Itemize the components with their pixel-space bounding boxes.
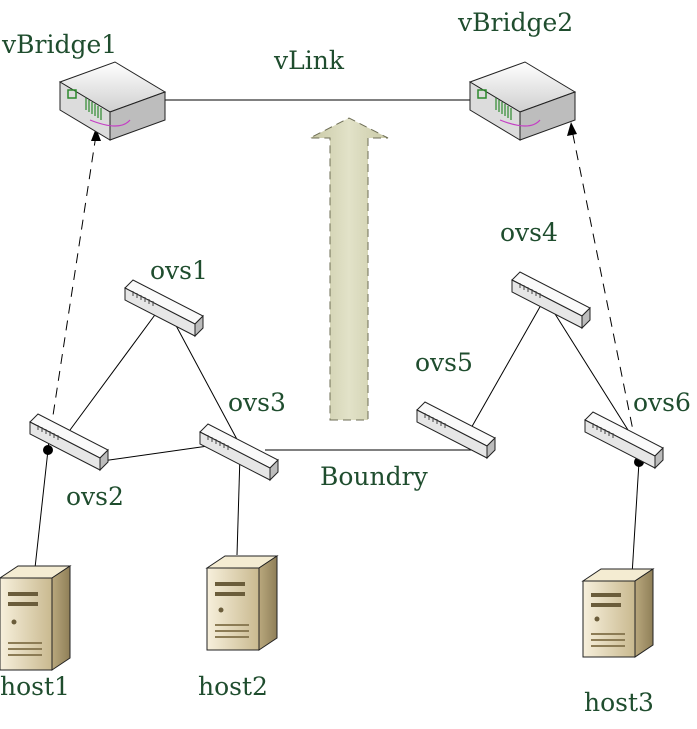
link-host3-ovs6 bbox=[631, 461, 640, 576]
boundary-arrow bbox=[309, 117, 389, 421]
host3-label: host3 bbox=[584, 688, 654, 717]
ovs1-label: ovs1 bbox=[150, 256, 208, 285]
link-ovs4-ovs6 bbox=[544, 297, 629, 431]
ovs6-label: ovs6 bbox=[633, 388, 691, 417]
host2-server[interactable] bbox=[205, 555, 279, 651]
ovs5-switch[interactable] bbox=[416, 401, 496, 460]
link-ovs1-ovs3 bbox=[164, 304, 241, 446]
ovs4-label: ovs4 bbox=[500, 218, 558, 247]
links bbox=[34, 99, 644, 576]
vbridge2-label: vBridge2 bbox=[458, 8, 574, 37]
dashed-ovs6-vbridge2 bbox=[571, 129, 640, 461]
vbridge1-label: vBridge1 bbox=[2, 30, 118, 59]
vlink-label: vLink bbox=[274, 46, 344, 75]
ovs6-switch[interactable] bbox=[584, 411, 664, 470]
link-ovs2-ovs1 bbox=[69, 307, 161, 431]
junction-dot-ovs2 bbox=[43, 445, 53, 455]
arrowhead-vbridge2 bbox=[567, 122, 577, 136]
ovs2-switch[interactable] bbox=[29, 413, 109, 472]
ovs1-switch[interactable] bbox=[124, 279, 204, 338]
vbridge2-device[interactable] bbox=[468, 61, 577, 141]
host1-label: host1 bbox=[0, 672, 70, 701]
ovs5-label: ovs5 bbox=[415, 348, 473, 377]
boundary-label: Boundry bbox=[320, 462, 428, 491]
link-host1-ovs2 bbox=[34, 449, 49, 569]
vbridge1-device[interactable] bbox=[58, 61, 167, 141]
host1-server[interactable] bbox=[0, 565, 72, 671]
dashed-ovs2-vbridge1 bbox=[47, 134, 97, 449]
ovs2-label: ovs2 bbox=[66, 482, 124, 511]
link-host2-ovs3 bbox=[236, 454, 241, 556]
host2-label: host2 bbox=[198, 672, 268, 701]
arrowhead-vbridge1 bbox=[91, 128, 101, 141]
link-ovs5-ovs4 bbox=[469, 297, 546, 431]
ovs3-label: ovs3 bbox=[228, 388, 286, 417]
ovs4-switch[interactable] bbox=[511, 271, 591, 330]
host3-server[interactable] bbox=[581, 568, 655, 658]
link-ovs2-ovs3 bbox=[94, 444, 216, 463]
ovs3-switch[interactable] bbox=[199, 423, 279, 482]
